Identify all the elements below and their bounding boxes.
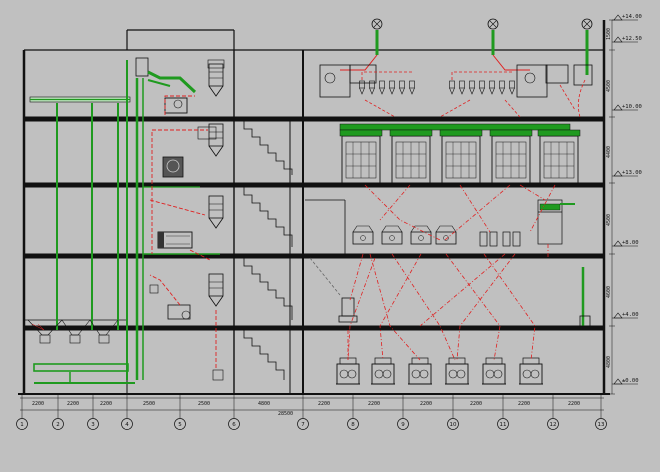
horizontal-dimension: 2500 — [143, 401, 155, 407]
axis-bubble — [87, 418, 99, 430]
axis-label: 1 — [20, 422, 24, 428]
horizontal-dimension: 2200 — [368, 401, 380, 407]
axis-label: 2 — [56, 422, 60, 428]
horizontal-dimension: 2500 — [198, 401, 210, 407]
axis-bubble — [16, 418, 28, 430]
axis-bubble — [228, 418, 240, 430]
vertical-dimension: 4800 — [606, 356, 612, 368]
vertical-dimension: 4600 — [606, 286, 612, 298]
pneumatic-lines-right — [309, 184, 556, 361]
axis-bubble — [52, 418, 64, 430]
elevation-label: +13.00 — [622, 170, 642, 176]
axis-label: 9 — [401, 422, 405, 428]
axis-label: 6 — [232, 422, 236, 428]
horizontal-dimension: 2200 — [318, 401, 330, 407]
vertical-dimension: 4500 — [606, 80, 612, 92]
axis-label: 8 — [351, 422, 355, 428]
vertical-dimension-texts: 1500 4500 4400 4500 4600 4800 — [606, 28, 612, 368]
storage-bin-hoppers — [27, 319, 119, 344]
horizontal-dimension: 2200 — [100, 401, 112, 407]
axis-label: 10 — [450, 422, 457, 428]
roof-fans — [371, 18, 593, 30]
cleaning-equipment — [149, 59, 225, 381]
axis-bubble — [297, 418, 309, 430]
roller-mills — [335, 357, 544, 385]
horizontal-dimension-chain — [20, 395, 604, 413]
top-floor-pneumatic — [361, 71, 586, 118]
axis-label: 7 — [301, 422, 305, 428]
vertical-dimension: 4500 — [606, 214, 612, 226]
axis-label: 12 — [550, 422, 557, 428]
axis-label: 5 — [178, 422, 182, 428]
elevation-label: +4.00 — [622, 312, 639, 318]
cyclone-row-right — [449, 80, 515, 95]
building-structure — [18, 20, 610, 395]
axis-label: 3 — [91, 422, 95, 428]
vertical-dimension: 1500 — [606, 28, 612, 40]
horizontal-dimension: 4800 — [258, 401, 270, 407]
plansifters — [339, 123, 581, 185]
horizontal-dimension: 2200 — [518, 401, 530, 407]
vertical-dimension: 4400 — [606, 146, 612, 158]
staircase — [234, 116, 293, 380]
horizontal-dimension: 2200 — [568, 401, 580, 407]
fan-ducts — [340, 30, 589, 75]
axis-bubble — [595, 418, 607, 430]
vertical-dimension-chain — [609, 19, 615, 395]
elevation-label: +10.00 — [622, 104, 642, 110]
elevation-label: ±0.00 — [622, 378, 639, 384]
elevation-label: +12.50 — [622, 36, 642, 42]
axis-bubble — [397, 418, 409, 430]
horizontal-dimension: 2200 — [32, 401, 44, 407]
pneumatic-lines-left — [149, 95, 217, 370]
floor2-equipment — [338, 267, 591, 327]
axis-bubble — [447, 418, 459, 430]
elevation-label: +8.00 — [622, 240, 639, 246]
elevation-marks: +14.00 +12.50 +10.00 +13.00 +8.00 +4.00 … — [611, 14, 642, 385]
axis-bubble — [347, 418, 359, 430]
small-bins-floor3 — [479, 199, 575, 247]
axis-bubble — [174, 418, 186, 430]
horizontal-dimension: 2200 — [420, 401, 432, 407]
horizontal-dimension-texts: 2200 2200 2200 2500 2500 4800 2200 2200 … — [32, 401, 580, 417]
axis-label: 4 — [125, 422, 129, 428]
purifiers — [352, 225, 457, 245]
total-dimension: 28500 — [278, 411, 293, 417]
horizontal-dimension: 2200 — [67, 401, 79, 407]
axis-bubble — [497, 418, 509, 430]
conveyor-system-left — [29, 57, 220, 384]
axis-label: 11 — [500, 422, 507, 428]
axis-bubble — [547, 418, 559, 430]
axis-bubble — [121, 418, 133, 430]
horizontal-dimension: 2200 — [470, 401, 482, 407]
elevation-label: +14.00 — [622, 14, 642, 20]
axis-label: 13 — [598, 422, 605, 428]
